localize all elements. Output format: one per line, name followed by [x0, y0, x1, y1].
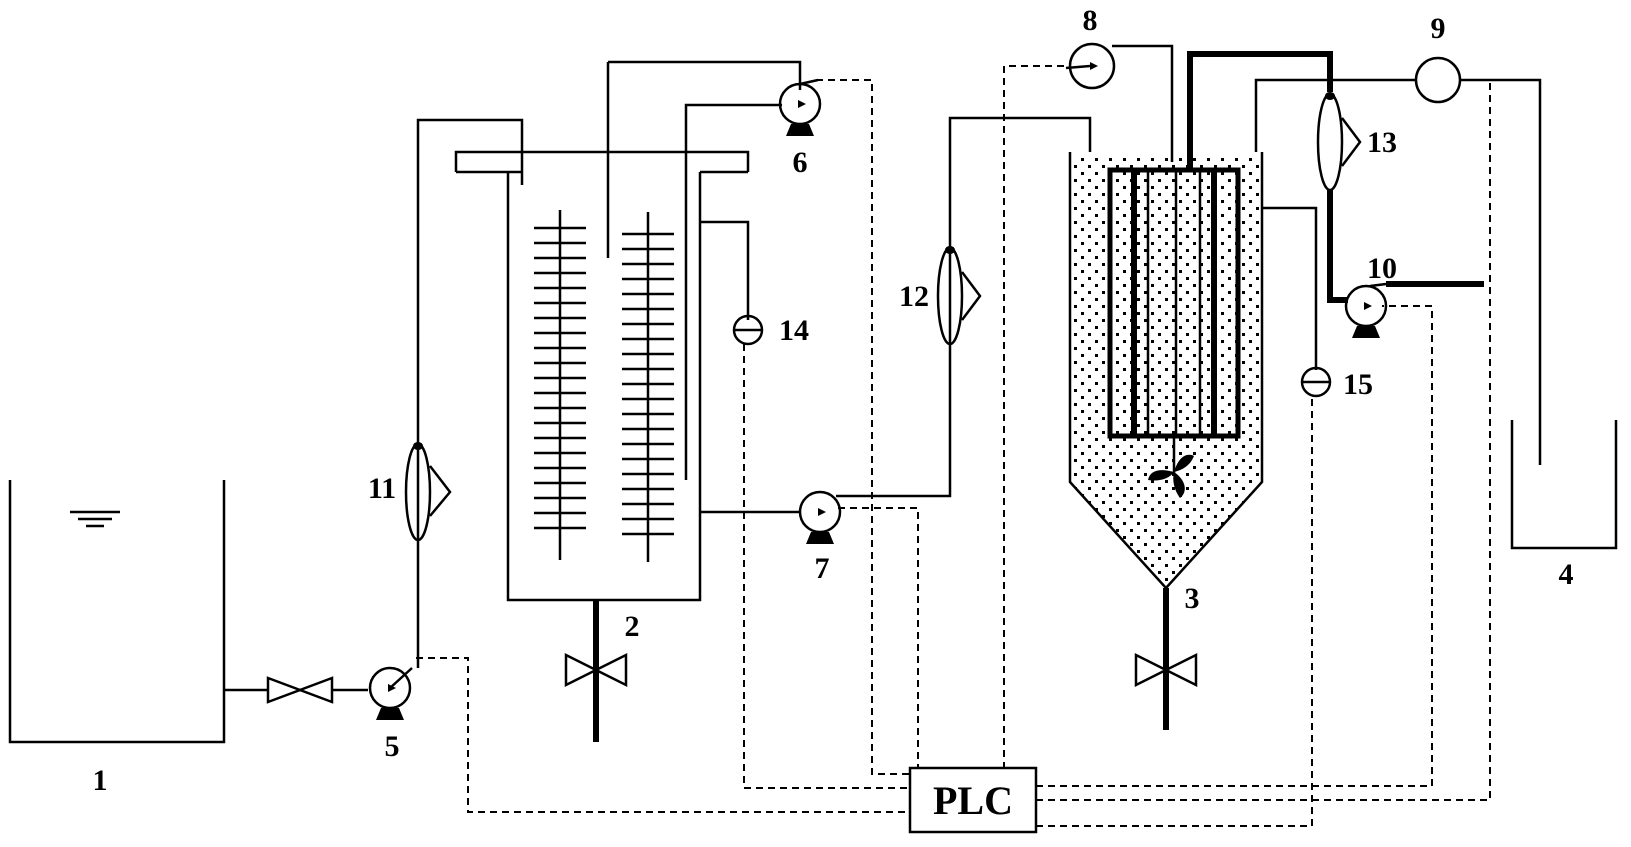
- reactor-2: [454, 60, 802, 742]
- flowmeter-12: [936, 246, 982, 346]
- label-pump-10: 10: [1367, 252, 1397, 285]
- sensor-14: [732, 314, 764, 346]
- label-valve-9: 9: [1431, 12, 1446, 45]
- label-flowmeter-13: 13: [1367, 126, 1397, 159]
- label-pump-8: 8: [1083, 4, 1098, 37]
- valve-9: [1414, 56, 1542, 465]
- inlet-valve: [266, 676, 368, 704]
- label-flowmeter-11: 11: [368, 472, 396, 505]
- pump-7: [798, 116, 1092, 544]
- label-tank-4: 4: [1559, 558, 1574, 591]
- pump-6: [778, 78, 822, 136]
- plc-label: PLC: [933, 778, 1013, 823]
- label-pump-7: 7: [815, 552, 830, 585]
- label-pump-5: 5: [385, 730, 400, 763]
- sensor-15: [1300, 366, 1332, 398]
- label-tank-1: 1: [93, 764, 108, 797]
- pump-5: [368, 666, 413, 720]
- plc-controller: PLC: [908, 766, 1038, 834]
- reactor-3: [1068, 51, 1416, 730]
- left-electrode-comb: [534, 210, 586, 560]
- label-flowmeter-12: 12: [899, 280, 929, 313]
- label-reactor-3: 3: [1185, 582, 1200, 615]
- feed-tank: [8, 480, 268, 744]
- flowmeter-11: [404, 442, 452, 542]
- label-sensor-15: 15: [1343, 368, 1373, 401]
- control-signal-lines: [416, 65, 1491, 827]
- label-sensor-14: 14: [779, 314, 809, 347]
- component-labels: 1 2 3 4 5 6 7 8 9 10 11 12 13 14 15: [93, 4, 1574, 797]
- pump-8: [1065, 42, 1174, 162]
- pump-10: [1344, 281, 1484, 338]
- label-pump-6: 6: [793, 146, 808, 179]
- label-reactor-2: 2: [625, 610, 640, 643]
- right-electrode-comb: [622, 212, 674, 562]
- effluent-tank: [1510, 420, 1618, 550]
- flowmeter-13: [1316, 92, 1362, 303]
